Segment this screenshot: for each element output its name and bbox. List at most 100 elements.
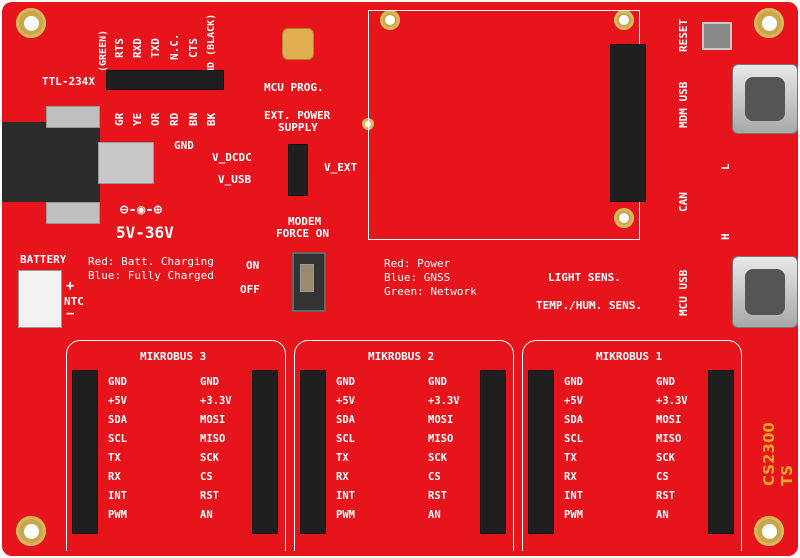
mikrobus-pin-right: MISO bbox=[200, 433, 226, 445]
status-led-network-note: Green: Network bbox=[384, 285, 477, 298]
mdm-usb-c-port[interactable] bbox=[732, 64, 798, 134]
mikrobus-pin-left: RX bbox=[108, 471, 121, 483]
mikrobus-pin-right: +3.3V bbox=[428, 395, 460, 407]
mcu-usb-c-port[interactable] bbox=[732, 256, 798, 328]
mikrobus-pin-left: SDA bbox=[564, 414, 583, 426]
mikrobus-pin-right: MISO bbox=[656, 433, 682, 445]
modem-module-outline bbox=[368, 10, 640, 240]
can-h-label: H bbox=[719, 233, 732, 240]
on-label: ON bbox=[246, 259, 260, 272]
battery-plus: + bbox=[66, 278, 75, 294]
mikrobus-pin-left: TX bbox=[564, 452, 577, 464]
mikrobus-left-header bbox=[528, 370, 554, 534]
can-label: CAN bbox=[677, 192, 690, 212]
ttl-header bbox=[106, 70, 224, 90]
mikrobus-pin-right: SCK bbox=[428, 452, 447, 464]
dc-jack-pin-top bbox=[46, 106, 100, 128]
v-dcdc-label: V_DCDC bbox=[212, 151, 252, 164]
mikrobus-outline bbox=[294, 340, 514, 551]
dc-barrel-jack bbox=[2, 122, 100, 202]
mikrobus-pin-left: PWM bbox=[108, 509, 127, 521]
mikrobus-pin-right: RST bbox=[656, 490, 675, 502]
mikrobus-pin-left: PWM bbox=[564, 509, 583, 521]
mikrobus-right-header bbox=[252, 370, 278, 534]
mikrobus-pin-left: +5V bbox=[108, 395, 127, 407]
mikrobus-pin-right: SCK bbox=[200, 452, 219, 464]
mikrobus-pin-left: RX bbox=[564, 471, 577, 483]
mikrobus-left-header bbox=[72, 370, 98, 534]
mikrobus-pin-left: RX bbox=[336, 471, 349, 483]
off-label: OFF bbox=[240, 283, 260, 296]
battery-minus: − bbox=[66, 306, 75, 322]
ttl-color-or: OR bbox=[149, 112, 162, 126]
mikrobus-pin-right: MOSI bbox=[428, 414, 454, 426]
mikrobus-right-header bbox=[480, 370, 506, 534]
ttl-pin-green: (GREEN) bbox=[98, 29, 109, 72]
mikrobus-pin-right: CS bbox=[656, 471, 669, 483]
mikrobus-pin-left: INT bbox=[108, 490, 127, 502]
mikrobus-outline bbox=[522, 340, 742, 551]
mount-hole-bottom-left bbox=[16, 516, 46, 546]
mikrobus-pin-right: +3.3V bbox=[200, 395, 232, 407]
mount-hole-top-left bbox=[16, 8, 46, 38]
mikrobus-pin-right: GND bbox=[200, 376, 219, 388]
mikrobus-pin-right: MISO bbox=[428, 433, 454, 445]
mdm-usb-label: MDM USB bbox=[677, 81, 690, 128]
mikrobus-pin-left: SCL bbox=[564, 433, 583, 445]
mount-hole-top-right bbox=[754, 8, 784, 38]
mikrobus-pin-left: SCL bbox=[336, 433, 355, 445]
supply-label: SUPPLY bbox=[278, 121, 318, 134]
can-l-label: L bbox=[719, 163, 732, 170]
mikrobus-pin-right: GND bbox=[428, 376, 447, 388]
modem-label: MODEM bbox=[288, 215, 322, 228]
mikrobus-pin-left: +5V bbox=[336, 395, 355, 407]
ttl-color-ye: YE bbox=[131, 112, 144, 126]
battery-led-red-note: Red: Batt. Charging bbox=[88, 255, 214, 268]
mikrobus-pin-left: SCL bbox=[108, 433, 127, 445]
mikrobus-title: MIKROBUS 3 bbox=[140, 350, 207, 363]
mikrobus-pin-right: AN bbox=[428, 509, 441, 521]
dc-jack-pin-bottom bbox=[46, 202, 100, 224]
ttl-pin-rxd: RXD bbox=[131, 38, 144, 58]
mikrobus-pin-left: +5V bbox=[564, 395, 583, 407]
mikrobus-right-header bbox=[708, 370, 734, 534]
dc-jack-pin-side bbox=[98, 142, 154, 184]
temp-hum-sensor-label: TEMP./HUM. SENS. bbox=[536, 299, 642, 312]
mikrobus-outline bbox=[66, 340, 286, 551]
mikrobus-pin-left: GND bbox=[108, 376, 127, 388]
mikrobus-left-header bbox=[300, 370, 326, 534]
mikrobus-pin-left: PWM bbox=[336, 509, 355, 521]
mikrobus-pin-left: TX bbox=[108, 452, 121, 464]
mount-hole-bottom-right bbox=[754, 516, 784, 546]
mikrobus-pin-right: +3.3V bbox=[656, 395, 688, 407]
mikrobus-pin-right: MOSI bbox=[656, 414, 682, 426]
reset-label: RESET bbox=[677, 18, 690, 52]
mikrobus-title: MIKROBUS 1 bbox=[596, 350, 663, 363]
ttl-color-gr: GR bbox=[113, 112, 126, 126]
mikrobus-pin-right: CS bbox=[200, 471, 213, 483]
ttl-pin-cts: CTS bbox=[187, 38, 200, 58]
polarity-symbol: ⊖-◉-⊕ bbox=[120, 202, 163, 218]
product-label: CS2300 TS bbox=[760, 422, 796, 486]
ttl-color-bk: BK bbox=[205, 112, 218, 126]
mount-hole-module-3 bbox=[614, 208, 634, 228]
battery-led-blue-note: Blue: Fully Charged bbox=[88, 269, 214, 282]
gnd-label: GND bbox=[174, 139, 194, 152]
ttl-pin-txd: TXD bbox=[149, 38, 162, 58]
mcu-usb-label: MCU USB bbox=[677, 269, 690, 316]
battery-label: BATTERY bbox=[20, 253, 67, 266]
ttl-header-label: TTL-234X bbox=[42, 75, 95, 88]
mikrobus-pin-right: CS bbox=[428, 471, 441, 483]
mikrobus-pin-left: SDA bbox=[336, 414, 355, 426]
mikrobus-pin-right: SCK bbox=[656, 452, 675, 464]
mikrobus-pin-left: TX bbox=[336, 452, 349, 464]
ntc-label: NTC bbox=[64, 295, 84, 308]
battery-connector bbox=[18, 270, 62, 328]
mikrobus-pin-left: INT bbox=[336, 490, 355, 502]
mikrobus-title: MIKROBUS 2 bbox=[368, 350, 435, 363]
voltage-label: 5V-36V bbox=[116, 223, 174, 242]
power-jumper-header bbox=[288, 144, 308, 196]
reset-button[interactable] bbox=[702, 22, 732, 50]
mikrobus-pin-left: GND bbox=[336, 376, 355, 388]
